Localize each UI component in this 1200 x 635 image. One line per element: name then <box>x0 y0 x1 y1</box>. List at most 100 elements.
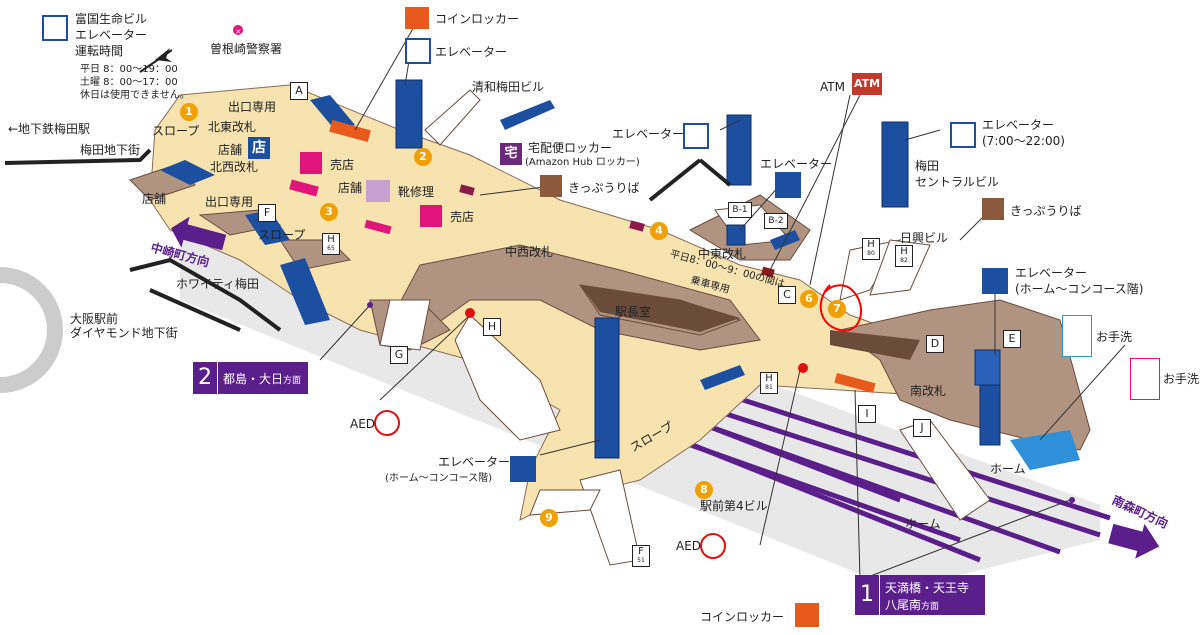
platform-2-suffix: 方面 <box>283 376 302 386</box>
point-9: 9 <box>540 509 558 527</box>
point-6: 6 <box>800 290 818 308</box>
whity-umeda-label: ホワイティ梅田 <box>176 277 260 291</box>
elevator-home-label-2: エレベーター <box>438 455 511 469</box>
shop-label: 店舗 <box>218 143 243 157</box>
legend-building: 富国生命ビル <box>75 12 148 26</box>
exit-f[interactable]: F <box>258 204 276 222</box>
elevator-hours-sub: (7:00〜22:00) <box>982 134 1065 148</box>
elevator-shafts <box>395 79 1001 459</box>
home-label-2: ホーム <box>905 517 941 531</box>
central-building-label-2: セントラルビル <box>915 175 1000 189</box>
police-label: 曽根崎警察署 <box>210 42 283 56</box>
exit-a[interactable]: A <box>290 82 308 100</box>
platform-1-dest-2: 八尾南 <box>885 598 922 612</box>
restroom-male-icon <box>1062 315 1092 357</box>
exit-h[interactable]: H <box>483 318 501 336</box>
restroom-label-2: お手洗 <box>1163 372 1200 386</box>
slope-label: スロープ <box>152 124 200 138</box>
atm-icon: ATM <box>852 73 882 95</box>
subway-umeda-label: ←地下鉄梅田駅 <box>8 122 91 136</box>
platform-2-badge: 2 都島・大日方面 <box>193 362 308 394</box>
restroom-label: お手洗 <box>1096 330 1133 344</box>
store-block <box>289 179 319 197</box>
underground-lines <box>4 148 732 332</box>
aed-icon <box>374 410 400 436</box>
aed-icon <box>700 533 726 559</box>
minamimorimachi-arrow <box>1108 523 1160 559</box>
exit-g[interactable]: G <box>390 346 408 364</box>
home-blocks <box>1010 430 1080 470</box>
coin-locker-block <box>329 120 371 142</box>
central-building-label: 梅田 <box>915 159 940 173</box>
elevator-icon <box>775 172 801 198</box>
platform-1-suffix: 方面 <box>921 602 940 612</box>
osaka-diamond-label: 大阪駅前 <box>70 312 119 326</box>
annotation-circle <box>819 284 862 332</box>
ticket-icon <box>982 198 1004 220</box>
svg-text:×: × <box>235 27 242 36</box>
baiten-label: 売店 <box>330 158 355 172</box>
elevator-icon <box>683 123 709 149</box>
legend-holiday: 休日は使用できません。 <box>80 90 190 101</box>
point-2: 2 <box>414 148 432 166</box>
kita-nishi-gate-label: 北西改札 <box>210 160 259 174</box>
shop-label-3: 店舗 <box>338 181 363 195</box>
baiten-label-2: 売店 <box>450 210 475 224</box>
coin-locker-label: コインロッカー <box>435 12 520 26</box>
naka-nishi-gate-label: 中西改札 <box>505 245 554 259</box>
home-label: ホーム <box>990 462 1026 476</box>
exit-b2[interactable]: B-2 <box>764 213 788 229</box>
nakazakicho-arrow <box>171 216 227 251</box>
elevator-icon <box>510 456 536 482</box>
coin-locker-icon <box>795 603 819 627</box>
exit-i[interactable]: I <box>858 405 876 423</box>
slope-label-2: スロープ <box>258 228 306 242</box>
exit-j[interactable]: J <box>913 419 931 437</box>
platform-marker <box>1069 497 1075 503</box>
ekimae4-label: 駅前第4ビル <box>700 499 768 513</box>
shoe-repair-icon <box>366 180 390 202</box>
aed-label-2: AED <box>676 539 702 553</box>
elevator-icon <box>42 15 68 41</box>
ticket-block <box>459 184 475 196</box>
stairs <box>379 89 991 566</box>
legend-saturday: 土曜 8：00〜17：00 <box>80 77 178 88</box>
exit-only-label-top: 出口専用 <box>228 100 277 114</box>
platform-2-dest: 都島・大日 <box>223 372 284 386</box>
legend-elevator: エレベーター <box>75 28 148 42</box>
point-1: 1 <box>180 103 198 121</box>
elevator-label-3: エレベーター <box>760 157 833 171</box>
locker-label: 宅配便ロッカー <box>528 141 613 155</box>
seiwa-building-label: 清和梅田ビル <box>472 80 545 94</box>
elevator-home-sub-2: (ホーム〜コンコース階) <box>385 473 493 484</box>
elevator-home-sub: (ホーム〜コンコース階) <box>1015 282 1144 296</box>
point-4: 4 <box>650 222 668 240</box>
exit-e[interactable]: E <box>1003 330 1021 348</box>
restroom-female-icon <box>1130 358 1160 400</box>
elevator-label-2: エレベーター <box>612 127 685 141</box>
naka-higashi-gate-label: 中東改札 <box>698 247 747 261</box>
aed-marker <box>798 363 808 373</box>
coin-locker-label-2: コインロッカー <box>700 610 785 624</box>
elevator-hours-label: エレベーター <box>982 118 1055 132</box>
exit-c[interactable]: C <box>778 286 796 304</box>
ticket-machine-label: きっぷうりば <box>568 181 640 195</box>
minami-gate-label: 南改札 <box>910 384 947 398</box>
coin-locker-block <box>834 372 876 394</box>
exit-d[interactable]: D <box>926 335 944 353</box>
platform-1-badge: 1 天満橋・天王寺 八尾南方面 <box>855 575 985 615</box>
locker-sub-label: (Amazon Hub ロッカー) <box>525 157 640 168</box>
ticket-icon <box>540 175 562 197</box>
platform-1-number: 1 <box>855 575 880 615</box>
umeda-underground-label: 梅田地下街 <box>80 143 141 157</box>
store-icon: 店 <box>248 137 270 159</box>
platform-marker <box>367 302 373 308</box>
platform-1-dest: 天満橋・天王寺 <box>885 581 970 595</box>
exit-b1[interactable]: B-1 <box>728 202 752 218</box>
platform-2-number: 2 <box>193 362 218 394</box>
leader-lines <box>319 24 1126 581</box>
